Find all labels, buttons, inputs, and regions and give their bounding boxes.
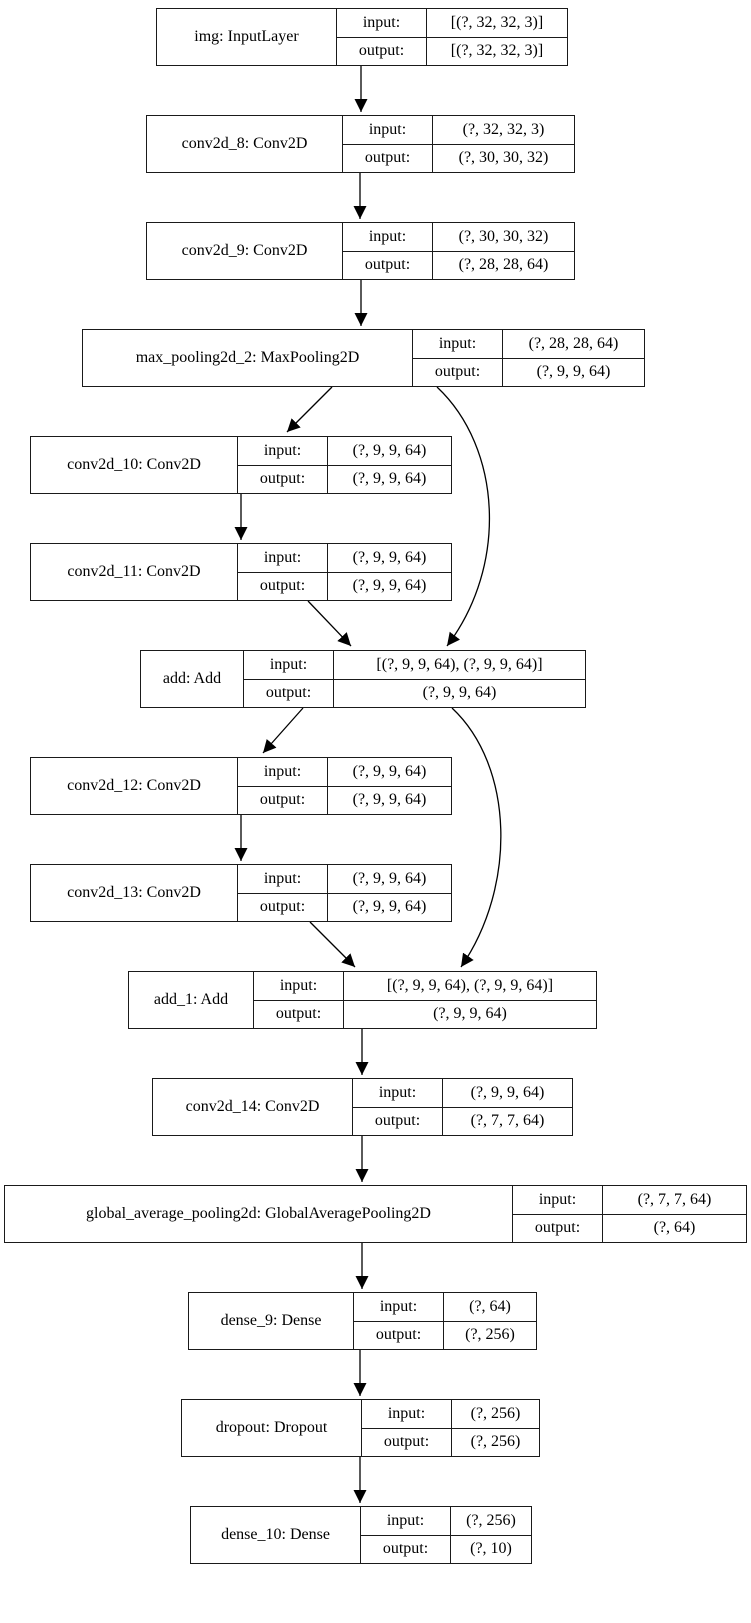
- output-label: output:: [238, 572, 328, 600]
- output-label: output:: [238, 786, 328, 814]
- node-dense_10: dense_10: Dense input: (?, 256) output: …: [190, 1506, 532, 1564]
- edge-conv2d_13-to-add_1: [309, 921, 356, 968]
- output-shape: (?, 7, 7, 64): [470, 1112, 545, 1130]
- output-label: output:: [238, 893, 328, 921]
- input-label: input:: [254, 972, 344, 1000]
- node-conv2d_11: conv2d_11: Conv2D input: (?, 9, 9, 64) o…: [30, 543, 452, 601]
- node-add: add: Add input: [(?, 9, 9, 64), (?, 9, 9…: [140, 650, 586, 708]
- output-label: output:: [413, 358, 503, 386]
- output-shape: (?, 9, 9, 64): [536, 363, 611, 381]
- output-shape: (?, 28, 28, 64): [458, 256, 549, 274]
- input-label: input:: [354, 1293, 444, 1321]
- output-label: output:: [361, 1535, 451, 1563]
- node-conv2d_8: conv2d_8: Conv2D input: (?, 32, 32, 3) o…: [146, 115, 575, 173]
- output-shape: (?, 10): [470, 1540, 512, 1558]
- input-shape: (?, 9, 9, 64): [352, 762, 427, 780]
- output-label: output:: [238, 465, 328, 493]
- layer-name: add: Add: [141, 651, 244, 707]
- layer-name: dense_9: Dense: [189, 1293, 354, 1349]
- node-dropout: dropout: Dropout input: (?, 256) output:…: [181, 1399, 540, 1457]
- output-label: output:: [343, 144, 433, 172]
- input-shape: (?, 64): [469, 1297, 511, 1315]
- node-max_pooling2d_2: max_pooling2d_2: MaxPooling2D input: (?,…: [82, 329, 645, 387]
- layer-name: conv2d_14: Conv2D: [153, 1079, 353, 1135]
- node-img-inputlayer: img: InputLayer input: [(?, 32, 32, 3)] …: [156, 8, 568, 66]
- layer-name: img: InputLayer: [157, 9, 337, 65]
- layer-name: conv2d_10: Conv2D: [31, 437, 238, 493]
- output-shape: (?, 9, 9, 64): [433, 1005, 507, 1023]
- output-label: output:: [513, 1214, 603, 1242]
- layer-name: conv2d_9: Conv2D: [147, 223, 343, 279]
- output-shape: (?, 64): [653, 1219, 696, 1237]
- layer-name: conv2d_13: Conv2D: [31, 865, 238, 921]
- input-shape: (?, 32, 32, 3): [462, 120, 545, 138]
- input-label: input:: [238, 437, 328, 465]
- layer-name: global_average_pooling2d: GlobalAverageP…: [5, 1186, 513, 1242]
- output-label: output:: [337, 37, 427, 65]
- node-conv2d_14: conv2d_14: Conv2D input: (?, 9, 9, 64) o…: [152, 1078, 573, 1136]
- edge-add-to-conv2d_12: [262, 707, 304, 754]
- output-label: output:: [362, 1428, 452, 1456]
- layer-name: dense_10: Dense: [191, 1507, 361, 1563]
- node-conv2d_10: conv2d_10: Conv2D input: (?, 9, 9, 64) o…: [30, 436, 452, 494]
- input-label: input:: [362, 1400, 452, 1428]
- input-label: input:: [353, 1079, 443, 1107]
- layer-name: max_pooling2d_2: MaxPooling2D: [83, 330, 413, 386]
- edge-add-to-add_1-skip: [451, 707, 502, 968]
- layer-name: add_1: Add: [129, 972, 254, 1028]
- input-label: input:: [343, 116, 433, 144]
- node-conv2d_9: conv2d_9: Conv2D input: (?, 30, 30, 32) …: [146, 222, 575, 280]
- input-shape: (?, 9, 9, 64): [352, 548, 427, 566]
- node-conv2d_12: conv2d_12: Conv2D input: (?, 9, 9, 64) o…: [30, 757, 452, 815]
- output-shape: (?, 9, 9, 64): [352, 470, 427, 488]
- output-label: output:: [354, 1321, 444, 1349]
- input-label: input:: [238, 758, 328, 786]
- input-shape: (?, 9, 9, 64): [470, 1083, 545, 1101]
- input-shape: (?, 256): [466, 1511, 516, 1529]
- node-add_1: add_1: Add input: [(?, 9, 9, 64), (?, 9,…: [128, 971, 597, 1029]
- input-shape: [(?, 9, 9, 64), (?, 9, 9, 64)]: [376, 655, 543, 673]
- input-label: input:: [513, 1186, 603, 1214]
- input-label: input:: [343, 223, 433, 251]
- output-label: output:: [353, 1107, 443, 1135]
- input-shape: (?, 256): [470, 1404, 521, 1422]
- edge-max_pooling2d_2-to-conv2d_10: [286, 386, 333, 433]
- output-shape: (?, 30, 30, 32): [458, 149, 549, 167]
- output-label: output:: [343, 251, 433, 279]
- output-shape: (?, 256): [465, 1326, 515, 1344]
- output-shape: (?, 9, 9, 64): [352, 898, 427, 916]
- edge-max_pooling2d_2-to-add-skip: [436, 386, 490, 647]
- input-shape: (?, 9, 9, 64): [352, 441, 427, 459]
- input-shape: (?, 9, 9, 64): [352, 869, 427, 887]
- output-shape: (?, 9, 9, 64): [352, 791, 427, 809]
- output-shape: (?, 9, 9, 64): [352, 577, 427, 595]
- layer-name: conv2d_11: Conv2D: [31, 544, 238, 600]
- layer-name: dropout: Dropout: [182, 1400, 362, 1456]
- node-conv2d_13: conv2d_13: Conv2D input: (?, 9, 9, 64) o…: [30, 864, 452, 922]
- output-shape: (?, 256): [470, 1433, 521, 1451]
- layer-name: conv2d_8: Conv2D: [147, 116, 343, 172]
- input-shape: [(?, 9, 9, 64), (?, 9, 9, 64)]: [386, 976, 554, 994]
- output-shape: [(?, 32, 32, 3)]: [450, 42, 544, 60]
- input-shape: (?, 7, 7, 64): [637, 1190, 712, 1208]
- input-label: input:: [361, 1507, 451, 1535]
- input-label: input:: [413, 330, 503, 358]
- input-shape: (?, 28, 28, 64): [528, 334, 619, 352]
- edge-conv2d_11-to-add: [307, 600, 352, 647]
- input-label: input:: [337, 9, 427, 37]
- input-label: input:: [238, 865, 328, 893]
- node-dense_9: dense_9: Dense input: (?, 64) output: (?…: [188, 1292, 537, 1350]
- input-shape: (?, 30, 30, 32): [458, 227, 549, 245]
- input-label: input:: [238, 544, 328, 572]
- input-label: input:: [244, 651, 334, 679]
- output-shape: (?, 9, 9, 64): [422, 684, 497, 702]
- layer-name: conv2d_12: Conv2D: [31, 758, 238, 814]
- node-global_average_pooling2d: global_average_pooling2d: GlobalAverageP…: [4, 1185, 747, 1243]
- output-label: output:: [244, 679, 334, 707]
- input-shape: [(?, 32, 32, 3)]: [450, 13, 544, 31]
- output-label: output:: [254, 1000, 344, 1028]
